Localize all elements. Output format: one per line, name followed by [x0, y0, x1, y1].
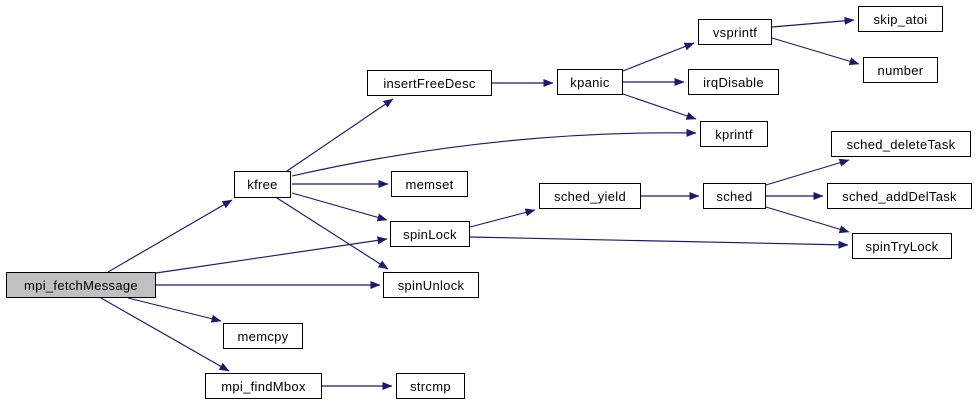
graph-node-sched[interactable]: sched — [703, 183, 766, 209]
call-edge-kfree-to-spinLock — [291, 192, 388, 222]
call-edge-spinLock-to-sched_yield — [469, 208, 536, 228]
edge-group — [100, 16, 860, 390]
graph-node-mpi_findMbox[interactable]: mpi_findMbox — [205, 373, 322, 399]
call-edge-spinLock-to-spinTryLock — [469, 236, 849, 249]
call-edge-vsprintf-to-number — [771, 37, 860, 66]
graph-node-memcpy[interactable]: memcpy — [223, 323, 303, 349]
graph-node-spinTryLock[interactable]: spinTryLock — [852, 233, 952, 259]
call-edge-kfree-to-kprintf — [291, 128, 697, 177]
call-edge-mpi_fetchMessage-to-spinLock — [155, 236, 388, 274]
graph-node-skip_atoi[interactable]: skip_atoi — [858, 6, 943, 32]
call-edge-kpanic-to-vsprintf — [622, 42, 695, 72]
graph-node-kfree[interactable]: kfree — [234, 171, 291, 198]
call-edge-sched-to-sched_deleteTask — [765, 158, 850, 186]
graph-node-memset[interactable]: memset — [391, 171, 468, 197]
graph-node-irqDisable[interactable]: irqDisable — [688, 69, 779, 95]
graph-node-sched_deleteTask[interactable]: sched_deleteTask — [831, 131, 971, 157]
graph-node-spinLock[interactable]: spinLock — [390, 221, 470, 247]
graph-node-vsprintf[interactable]: vsprintf — [698, 19, 772, 45]
call-edge-mpi_fetchMessage-to-kfree — [107, 199, 233, 273]
graph-node-kpanic[interactable]: kpanic — [557, 69, 623, 95]
call-edge-kpanic-to-kprintf — [622, 93, 697, 120]
graph-node-sched_addDelTask[interactable]: sched_addDelTask — [827, 183, 972, 209]
graph-node-mpi_fetchMessage[interactable]: mpi_fetchMessage — [6, 272, 156, 298]
call-edge-mpi_fetchMessage-to-mpi_findMbox — [100, 297, 230, 372]
call-edge-vsprintf-to-skip_atoi — [771, 16, 855, 28]
call-edge-mpi_fetchMessage-to-memcpy — [127, 297, 222, 323]
graph-node-strcmp[interactable]: strcmp — [396, 373, 465, 399]
graph-node-insertFreeDesc[interactable]: insertFreeDesc — [367, 70, 492, 96]
graph-node-kprintf[interactable]: kprintf — [700, 121, 768, 147]
call-edge-kfree-to-insertFreeDesc — [286, 98, 394, 172]
call-edge-sched-to-spinTryLock — [765, 206, 850, 234]
graph-node-sched_yield[interactable]: sched_yield — [539, 183, 641, 209]
call-edge-kfree-to-spinUnlock — [276, 197, 389, 270]
graph-node-spinUnlock[interactable]: spinUnlock — [383, 272, 479, 298]
graph-node-number[interactable]: number — [863, 57, 938, 83]
